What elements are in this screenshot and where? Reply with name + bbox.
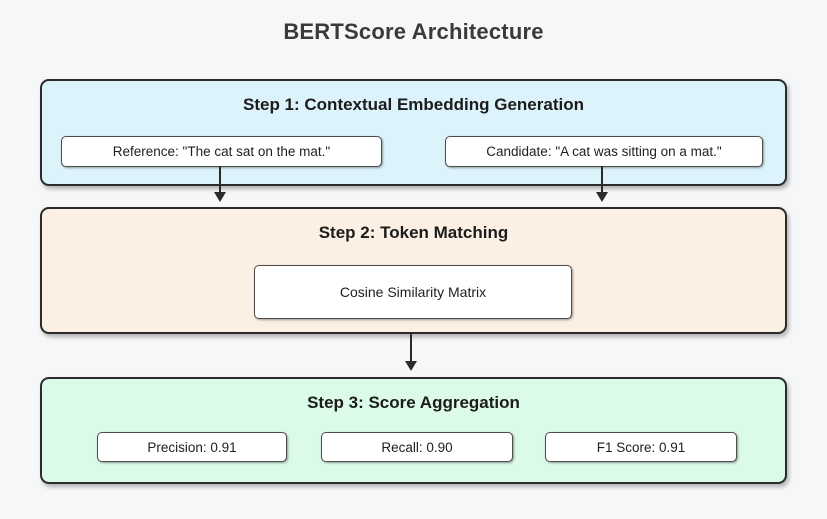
recall-node: Recall: 0.90 [321, 432, 513, 462]
reference-node: Reference: "The cat sat on the mat." [61, 136, 382, 167]
arrow-shaft [219, 166, 221, 192]
recall-node-label: Recall: 0.90 [381, 439, 453, 455]
step2-box: Step 2: Token Matching Cosine Similarity… [40, 207, 787, 334]
arrow-shaft [601, 166, 603, 192]
step1-title: Step 1: Contextual Embedding Generation [243, 95, 584, 114]
step1-box: Step 1: Contextual Embedding Generation … [40, 79, 787, 186]
arrow-down-icon [596, 166, 608, 202]
cosine-similarity-node: Cosine Similarity Matrix [254, 265, 572, 319]
arrow-head [405, 361, 417, 371]
arrow-shaft [410, 334, 412, 361]
candidate-node-label: Candidate: "A cat was sitting on a mat." [486, 144, 722, 159]
reference-node-label: Reference: "The cat sat on the mat." [112, 144, 331, 159]
candidate-node: Candidate: "A cat was sitting on a mat." [445, 136, 763, 167]
arrow-head [596, 192, 608, 202]
arrow-head [214, 192, 226, 202]
step3-title: Step 3: Score Aggregation [307, 393, 520, 412]
page-title: BERTScore Architecture [283, 19, 544, 44]
arrow-down-icon [214, 166, 226, 202]
cosine-similarity-node-label: Cosine Similarity Matrix [339, 284, 487, 300]
precision-node: Precision: 0.91 [97, 432, 287, 462]
step2-title: Step 2: Token Matching [318, 223, 509, 242]
step3-box: Step 3: Score Aggregation Precision: 0.9… [40, 377, 787, 484]
f1-score-node-label: F1 Score: 0.91 [596, 439, 686, 455]
precision-node-label: Precision: 0.91 [147, 439, 237, 455]
arrow-down-icon [405, 334, 417, 371]
f1-score-node: F1 Score: 0.91 [545, 432, 737, 462]
